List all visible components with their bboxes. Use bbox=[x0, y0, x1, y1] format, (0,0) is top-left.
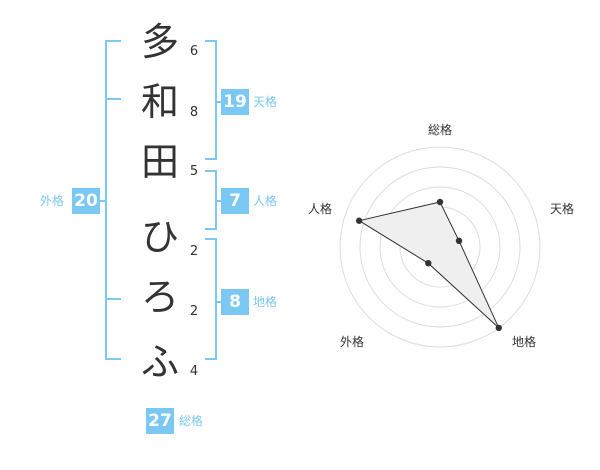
gaikaku-label: 外格 bbox=[40, 194, 65, 208]
stroke-count-3: 5 bbox=[189, 164, 199, 179]
soukaku-label: 総格 bbox=[179, 414, 204, 428]
name-char-2: 和 bbox=[140, 80, 179, 124]
radar-points bbox=[355, 198, 502, 332]
tenkaku-label: 天格 bbox=[253, 95, 278, 109]
gaikaku-badge: 20 bbox=[72, 188, 100, 214]
radar-label-jinkaku: 人格 bbox=[308, 201, 332, 216]
name-char-6: ふ bbox=[140, 340, 179, 384]
name-char-5: ろ bbox=[140, 275, 179, 319]
chikaku-label: 地格 bbox=[253, 295, 278, 309]
jinkaku-badge: 7 bbox=[221, 188, 249, 214]
stroke-count-1: 6 bbox=[189, 44, 199, 59]
jinkaku-label: 人格 bbox=[253, 194, 278, 208]
tenkaku-badge: 19 bbox=[221, 89, 249, 115]
radar-ring bbox=[339, 146, 541, 348]
radar-label-gaikaku: 外格 bbox=[340, 334, 364, 349]
radar-ring bbox=[359, 166, 521, 328]
name-char-1: 多 bbox=[140, 20, 179, 64]
stroke-count-2: 8 bbox=[189, 105, 199, 120]
soukaku-badge: 27 bbox=[146, 408, 174, 434]
radar-label-soukaku: 総格 bbox=[428, 122, 452, 137]
radar-ring bbox=[379, 186, 501, 308]
radar-point-soukaku bbox=[436, 198, 444, 206]
radar-point-jinkaku bbox=[355, 217, 363, 224]
radar-label-tenkaku: 天格 bbox=[550, 201, 574, 216]
radar-point-chikaku bbox=[495, 324, 502, 332]
name-char-3: 田 bbox=[140, 140, 179, 184]
stroke-count-4: 2 bbox=[189, 244, 199, 259]
radar-point-gaikaku bbox=[425, 259, 432, 267]
radar-chart: 総格 天格 地格 外格 人格 bbox=[308, 122, 574, 349]
radar-label-chikaku: 地格 bbox=[512, 334, 536, 349]
stroke-count-5: 2 bbox=[189, 304, 199, 319]
radar-shape bbox=[357, 201, 500, 329]
chikaku-badge: 8 bbox=[221, 289, 249, 315]
name-char-4: ひ bbox=[140, 215, 179, 259]
stroke-count-6: 4 bbox=[189, 364, 199, 379]
radar-point-tenkaku bbox=[455, 237, 463, 245]
